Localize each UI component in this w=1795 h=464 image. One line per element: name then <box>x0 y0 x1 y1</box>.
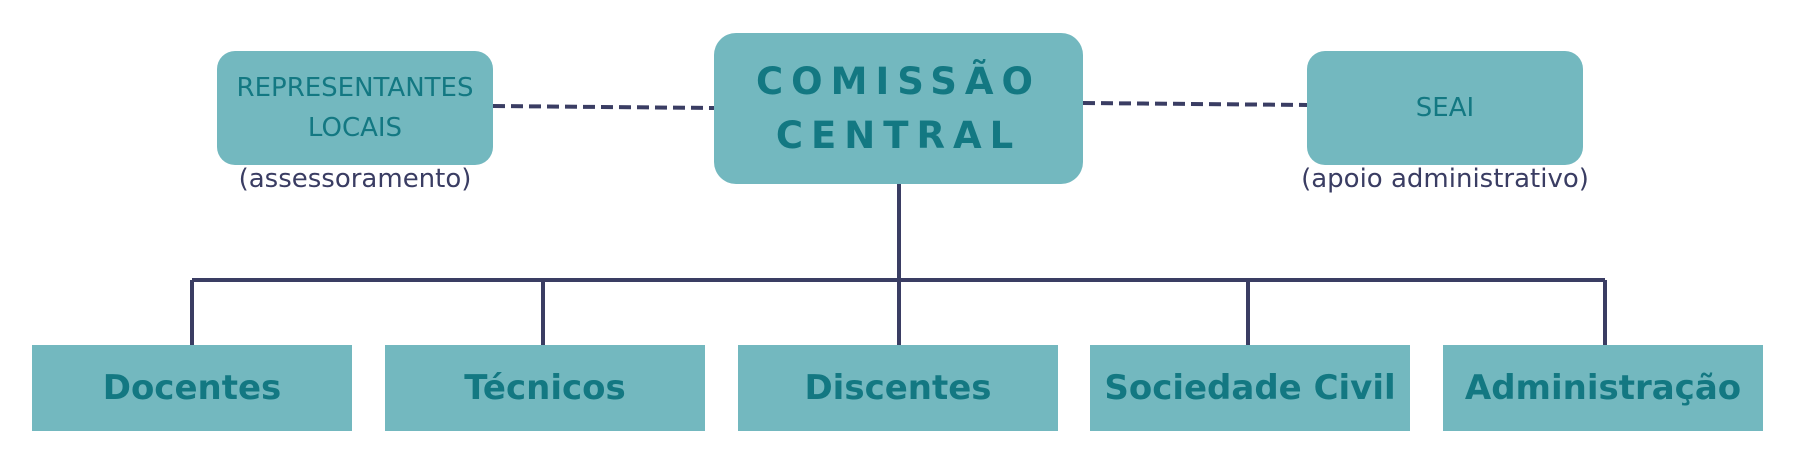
central-title-line1: COMISSÃO <box>756 59 1041 103</box>
group-label: Docentes <box>102 368 282 408</box>
dashed-connector-right <box>1082 101 1308 107</box>
central-commission-box: COMISSÃO CENTRAL <box>714 33 1083 184</box>
group-box-tecnicos: Técnicos <box>385 345 705 431</box>
local-representatives-box: REPRESENTANTES LOCAIS <box>217 51 493 165</box>
group-label: Administração <box>1464 368 1742 408</box>
group-label: Discentes <box>804 368 992 408</box>
group-box-docentes: Docentes <box>32 345 352 431</box>
group-box-administracao: Administração <box>1443 345 1763 431</box>
central-title-line2: CENTRAL <box>775 113 1022 157</box>
local-representatives-caption: (assessoramento) <box>238 164 472 194</box>
dashed-connector-left <box>492 104 715 110</box>
seai-caption: (apoio administrativo) <box>1301 164 1589 194</box>
local-representatives-line2: LOCAIS <box>307 113 403 143</box>
group-box-sociedade-civil: Sociedade Civil <box>1090 345 1410 431</box>
seai-box: SEAI <box>1307 51 1583 165</box>
group-label: Técnicos <box>464 368 626 408</box>
seai-label: SEAI <box>1415 93 1475 123</box>
group-box-discentes: Discentes <box>738 345 1058 431</box>
local-representatives-line1: REPRESENTANTES <box>236 73 474 103</box>
group-label: Sociedade Civil <box>1104 368 1396 408</box>
